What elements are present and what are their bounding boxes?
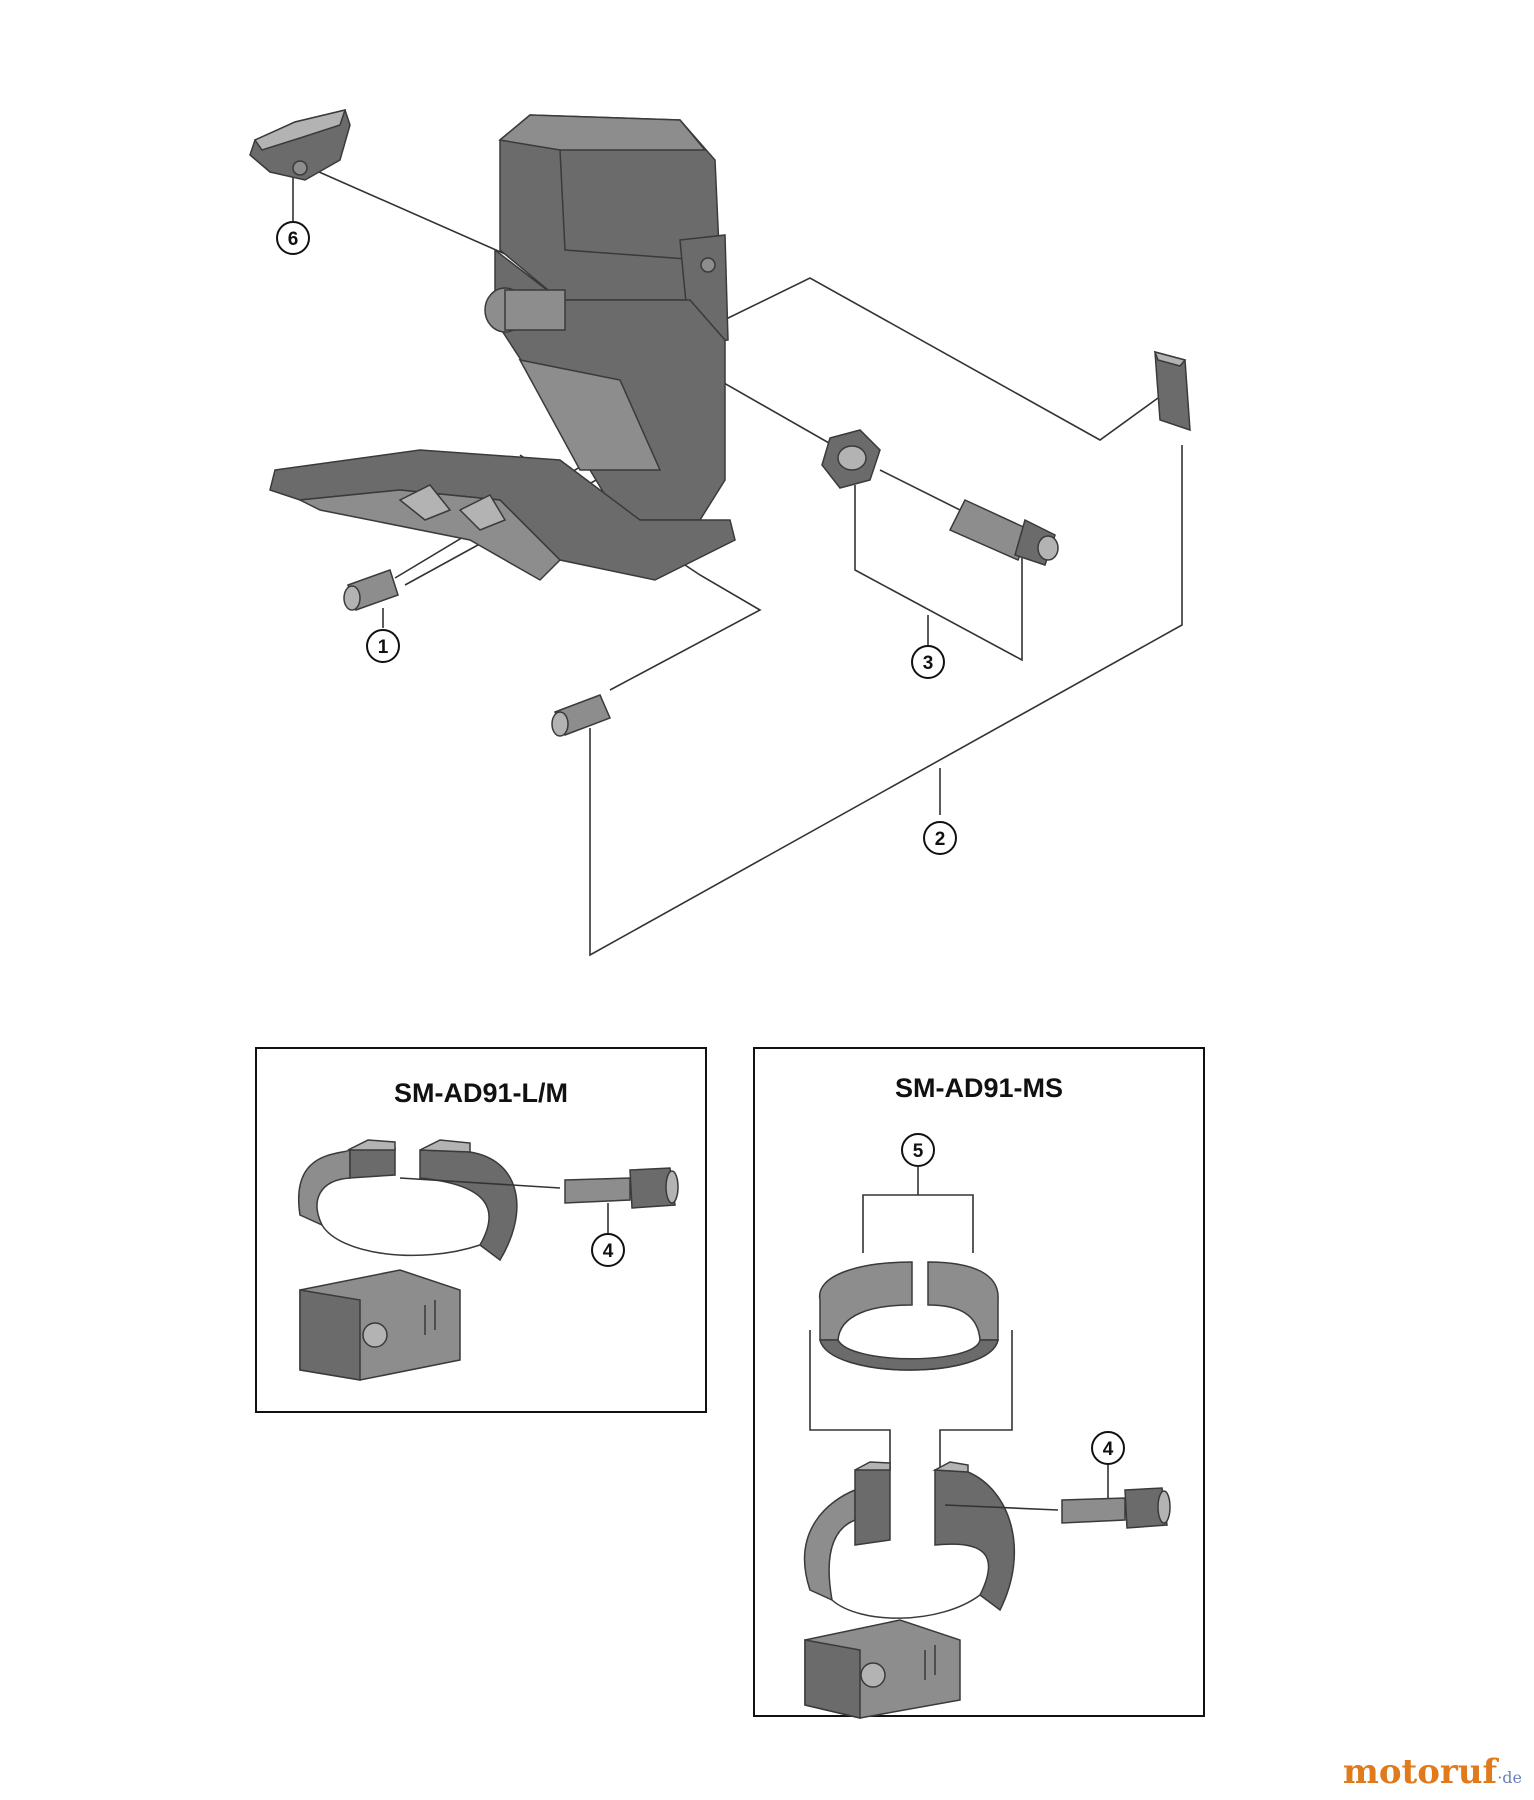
- callout-4-left: 4: [603, 1241, 614, 1262]
- front-derailleur-body: [269, 114, 736, 581]
- watermark-tld: de: [1502, 1768, 1522, 1787]
- box-sm-ad91-ms: SM-AD91-MS 5 4: [753, 1047, 1205, 1719]
- box-title-ms: SM-AD91-MS: [895, 1073, 1063, 1103]
- box-sm-ad91-lm: SM-AD91-L/M 4: [255, 1047, 707, 1413]
- part-3-nut: [821, 429, 881, 489]
- watermark-dot: ·: [1497, 1768, 1503, 1787]
- callout-3: 3: [911, 645, 945, 679]
- callout-6: 6: [276, 221, 310, 255]
- watermark-main: motoruf: [1342, 1752, 1498, 1792]
- svg-text:1: 1: [378, 637, 389, 658]
- part-3-bolt: [948, 499, 1059, 566]
- leader-lines: [292, 165, 1183, 957]
- svg-text:6: 6: [288, 229, 299, 250]
- part-2-screw: [551, 694, 612, 737]
- box-title-lm: SM-AD91-L/M: [394, 1078, 568, 1108]
- part-2-plate: [1153, 350, 1191, 432]
- part-1-screw: [343, 569, 399, 611]
- callout-5: 5: [913, 1141, 924, 1162]
- svg-text:3: 3: [923, 653, 934, 674]
- watermark-logo: motoruf·de: [1343, 1752, 1522, 1792]
- callout-1: 1: [366, 629, 400, 663]
- callout-2: 2: [923, 821, 957, 855]
- part-6-cover: [249, 108, 351, 181]
- callout-4-right: 4: [1103, 1439, 1114, 1460]
- svg-text:2: 2: [935, 829, 946, 850]
